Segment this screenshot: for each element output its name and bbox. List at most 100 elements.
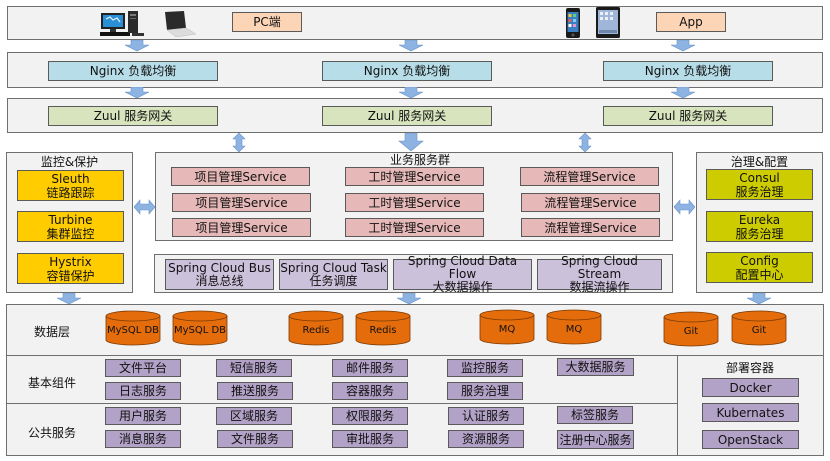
workflow-management-service: 流程管理Service bbox=[521, 218, 660, 237]
deployment-title: 部署容器 bbox=[725, 361, 774, 375]
consul-desc: 服务治理 bbox=[735, 184, 784, 199]
bidirectional-vertical-arrow-icon bbox=[232, 133, 246, 152]
public-service-item: 注册中心服务 bbox=[557, 430, 634, 449]
sleuth-name: Sleuth bbox=[51, 171, 90, 186]
down-arrow-icon bbox=[124, 40, 150, 52]
bidirectional-horizontal-arrow-icon bbox=[134, 199, 155, 215]
timesheet-management-service: 工时管理Service bbox=[345, 193, 484, 212]
basic-component-item: 推送服务 bbox=[217, 382, 293, 400]
public-service-item: 文件服务 bbox=[217, 430, 293, 448]
docker-box: Docker bbox=[702, 378, 799, 397]
basic-component-item: 服务治理 bbox=[447, 382, 523, 400]
turbine-box: Turbine 集群监控 bbox=[17, 211, 124, 242]
spring-cloud-data-flow-name: Spring Cloud Data Flow bbox=[407, 254, 518, 281]
spring-cloud-stream-name: Spring Cloud Stream bbox=[561, 254, 638, 281]
monitoring-panel-title: 监控&保护 bbox=[40, 155, 99, 169]
spring-cloud-data-flow-desc: 大数据操作 bbox=[432, 280, 493, 294]
public-service-item: 审批服务 bbox=[332, 430, 408, 448]
basic-component-item: 容器服务 bbox=[332, 382, 408, 400]
public-services-title: 公共服务 bbox=[27, 426, 76, 440]
redis-cylinder: Redis bbox=[355, 310, 411, 346]
mq-cylinder: MQ bbox=[546, 309, 602, 345]
project-management-service: 项目管理Service bbox=[172, 193, 311, 212]
governance-panel-title: 治理&配置 bbox=[730, 155, 789, 169]
db-label: MQ bbox=[498, 324, 516, 335]
config-desc: 配置中心 bbox=[735, 267, 784, 282]
spring-cloud-bus-desc: 消息总线 bbox=[195, 273, 244, 288]
config-name: Config bbox=[740, 253, 779, 268]
project-management-service: 项目管理Service bbox=[171, 167, 310, 186]
timesheet-management-service: 工时管理Service bbox=[345, 218, 484, 237]
down-arrow-icon bbox=[56, 293, 82, 305]
basic-component-item: 日志服务 bbox=[105, 382, 181, 400]
redis-cylinder: Redis bbox=[288, 310, 344, 346]
sleuth-desc: 链路跟踪 bbox=[46, 185, 95, 200]
nginx-load-balancer: Nginx 负载均衡 bbox=[603, 61, 773, 81]
hystrix-desc: 容错保护 bbox=[46, 268, 95, 283]
spring-cloud-data-flow: Spring Cloud Data Flow 大数据操作 bbox=[393, 255, 532, 294]
mysql-db-cylinder: MySQL DB bbox=[172, 310, 228, 346]
turbine-desc: 集群监控 bbox=[46, 226, 95, 241]
data-layer-title: 数据层 bbox=[33, 325, 70, 339]
divider bbox=[6, 355, 824, 356]
eureka-desc: 服务治理 bbox=[735, 226, 784, 241]
public-service-item: 认证服务 bbox=[448, 407, 524, 425]
divider bbox=[677, 355, 678, 456]
db-label: MySQL DB bbox=[106, 325, 160, 336]
spring-cloud-task-desc: 任务调度 bbox=[309, 273, 358, 288]
consul-box: Consul 服务治理 bbox=[706, 169, 813, 200]
divider bbox=[6, 403, 678, 404]
public-service-item: 权限服务 bbox=[332, 407, 408, 425]
spring-cloud-bus-name: Spring Cloud Bus bbox=[168, 260, 271, 275]
db-label: MQ bbox=[565, 324, 583, 335]
consul-name: Consul bbox=[739, 170, 780, 185]
spring-cloud-stream: Spring Cloud Stream 数据流操作 bbox=[537, 255, 662, 294]
tablet-icon bbox=[596, 7, 620, 38]
down-arrow-icon bbox=[398, 40, 424, 52]
public-service-item: 资源服务 bbox=[448, 430, 524, 448]
openstack-box: OpenStack bbox=[702, 430, 799, 449]
zuul-gateway: Zuul 服务网关 bbox=[322, 106, 492, 126]
smartphone-icon bbox=[565, 8, 581, 38]
app-client-label: App bbox=[656, 12, 726, 32]
bidirectional-vertical-arrow-icon bbox=[578, 133, 592, 152]
public-service-item: 区域服务 bbox=[216, 407, 292, 425]
public-service-item: 用户服务 bbox=[105, 407, 181, 425]
business-panel-title: 业务服务群 bbox=[389, 153, 450, 167]
basic-component-item: 邮件服务 bbox=[332, 359, 408, 377]
hystrix-name: Hystrix bbox=[49, 254, 92, 269]
db-label: Redis bbox=[369, 325, 397, 336]
config-box: Config 配置中心 bbox=[706, 252, 813, 283]
mq-cylinder: MQ bbox=[479, 309, 535, 345]
git-cylinder: Git bbox=[663, 311, 719, 347]
desktop-computer-icon bbox=[100, 10, 146, 37]
sleuth-box: Sleuth 链路跟踪 bbox=[17, 170, 124, 201]
workflow-management-service: 流程管理Service bbox=[520, 167, 659, 186]
timesheet-management-service: 工时管理Service bbox=[345, 167, 484, 186]
public-service-item: 标签服务 bbox=[557, 406, 633, 424]
bidirectional-horizontal-arrow-icon bbox=[674, 199, 695, 215]
pc-client-label: PC端 bbox=[232, 12, 302, 32]
turbine-name: Turbine bbox=[48, 212, 93, 227]
nginx-load-balancer: Nginx 负载均衡 bbox=[48, 61, 218, 81]
down-arrow-icon bbox=[670, 87, 696, 99]
basic-component-item: 监控服务 bbox=[447, 359, 523, 377]
hystrix-box: Hystrix 容错保护 bbox=[17, 253, 124, 284]
public-service-item: 消息服务 bbox=[105, 430, 181, 448]
db-label: MySQL DB bbox=[173, 325, 227, 336]
eureka-box: Eureka 服务治理 bbox=[706, 211, 813, 242]
spring-cloud-stream-desc: 数据流操作 bbox=[569, 280, 630, 294]
down-arrow-icon bbox=[398, 133, 424, 152]
spring-cloud-task-name: Spring Cloud Task bbox=[280, 260, 387, 275]
nginx-load-balancer: Nginx 负载均衡 bbox=[322, 61, 492, 81]
eureka-name: Eureka bbox=[738, 212, 781, 227]
db-label: Git bbox=[751, 325, 767, 336]
workflow-management-service: 流程管理Service bbox=[521, 193, 660, 212]
laptop-icon bbox=[162, 10, 198, 38]
basic-components-title: 基本组件 bbox=[27, 376, 76, 390]
db-label: Redis bbox=[302, 325, 330, 336]
kubernetes-box: Kubernates bbox=[702, 403, 799, 422]
down-arrow-icon bbox=[396, 293, 422, 305]
down-arrow-icon bbox=[746, 293, 772, 305]
project-management-service: 项目管理Service bbox=[172, 218, 311, 237]
